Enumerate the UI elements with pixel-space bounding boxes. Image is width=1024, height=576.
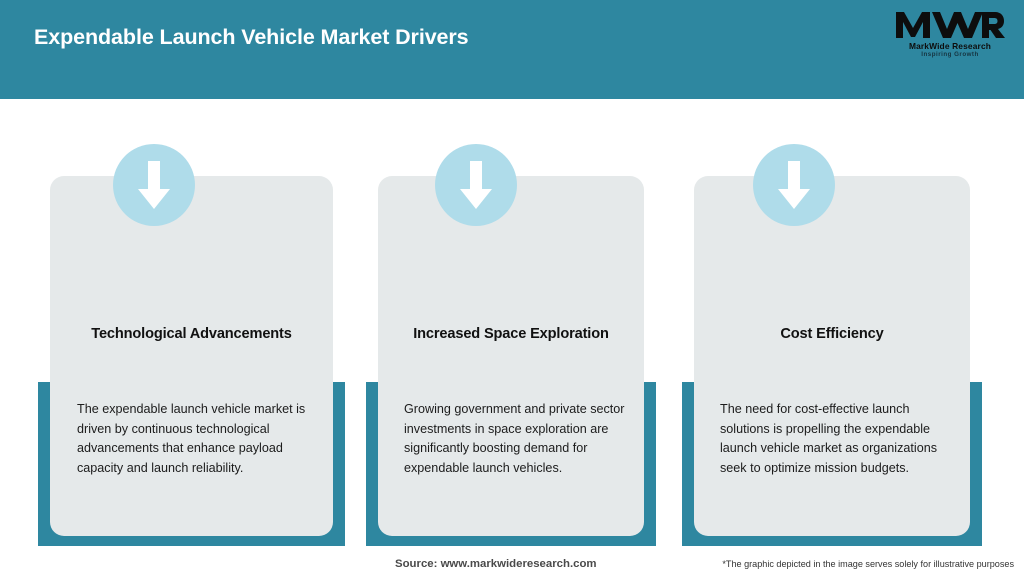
arrow-down-icon [137, 161, 170, 209]
drivers-card-row: Technological Advancements The expendabl… [0, 99, 1024, 546]
disclaimer-note: *The graphic depicted in the image serve… [722, 559, 1014, 569]
header-banner: Expendable Launch Vehicle Market Drivers… [0, 0, 1024, 99]
arrow-down-icon [778, 161, 810, 209]
card-icon-badge [435, 144, 517, 226]
card-icon-badge [753, 144, 835, 226]
mwr-logo-icon [896, 12, 1005, 38]
arrow-down-icon [460, 161, 492, 209]
driver-card[interactable]: Technological Advancements The expendabl… [38, 99, 345, 546]
card-heading: Cost Efficiency [780, 326, 884, 342]
card-description: The need for cost-effective launch solut… [720, 402, 938, 476]
card-surface: Increased Space Exploration Growing gove… [378, 176, 644, 536]
page-title: Expendable Launch Vehicle Market Drivers [34, 25, 469, 49]
driver-card[interactable]: Cost Efficiency The need for cost-effect… [682, 99, 982, 546]
card-description: The expendable launch vehicle market is … [77, 402, 306, 476]
logo-tagline: Inspiring Growth [921, 51, 979, 58]
source-label: Source: www.markwideresearch.com [395, 558, 597, 570]
logo-company-name: MarkWide Research [908, 41, 992, 51]
brand-logo: MarkWide Research Inspiring Growth [894, 8, 1006, 62]
card-surface: Cost Efficiency The need for cost-effect… [694, 176, 970, 536]
card-heading: Technological Advancements [91, 326, 292, 342]
driver-card[interactable]: Increased Space Exploration Growing gove… [366, 99, 656, 546]
card-icon-badge [112, 144, 195, 226]
card-description: Growing government and private sector in… [404, 402, 625, 476]
card-surface: Technological Advancements The expendabl… [50, 176, 333, 536]
card-heading: Increased Space Exploration [413, 326, 609, 342]
